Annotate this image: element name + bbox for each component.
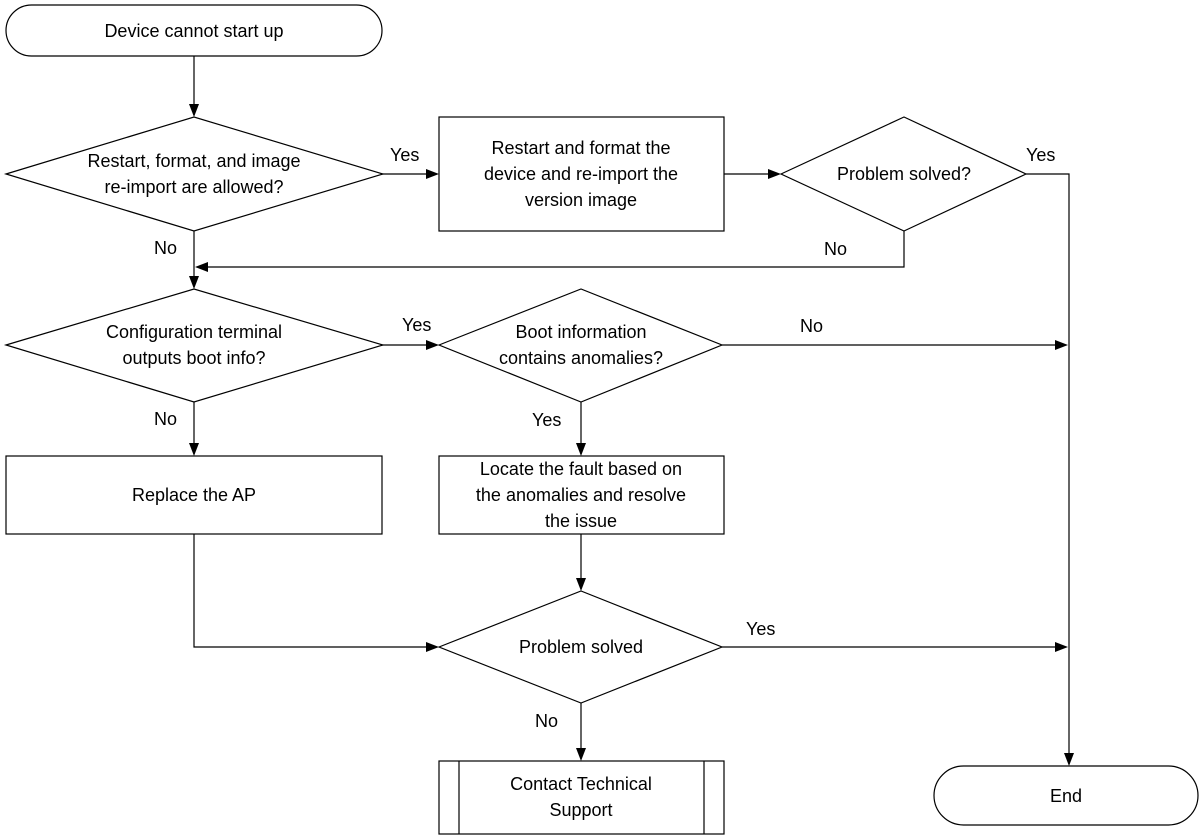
- node-label-line: version image: [525, 190, 637, 210]
- label-boot-yes: Yes: [402, 315, 431, 335]
- node-label-line: Locate the fault based on: [480, 459, 682, 479]
- arrowhead: [1055, 642, 1068, 652]
- node-label-line: Restart and format the: [491, 138, 670, 158]
- node-label-line: the issue: [545, 511, 617, 531]
- node-decision-boot-output: Configuration terminal outputs boot info?: [3, 288, 386, 403]
- node-start: Device cannot start up: [5, 4, 383, 57]
- node-decision-allowed: Restart, format, and image re-import are …: [3, 116, 386, 232]
- node-label: Restart, format, and image re-import are …: [87, 151, 300, 197]
- node-label: Restart and format the device and re-impo…: [484, 138, 678, 210]
- node-label: Configuration terminal outputs boot info?: [106, 322, 282, 368]
- arrowhead: [576, 578, 586, 591]
- node-label: Replace the AP: [132, 485, 256, 505]
- edge-labels: Yes No Yes No Yes No No Yes Yes No: [154, 145, 1055, 731]
- node-decision-solved-2: Problem solved: [437, 590, 724, 704]
- node-label: End: [1050, 786, 1082, 806]
- node-process-restart: Restart and format the device and re-impo…: [438, 116, 725, 232]
- arrowhead: [426, 642, 439, 652]
- node-label-line: re-import are allowed?: [104, 177, 283, 197]
- label-solved2-no: No: [535, 711, 558, 731]
- label-anomalies-yes: Yes: [532, 410, 561, 430]
- node-label-line: contains anomalies?: [499, 348, 663, 368]
- node-label-line: Support: [549, 800, 612, 820]
- label-solved1-yes: Yes: [1026, 145, 1055, 165]
- arrowhead: [1055, 340, 1068, 350]
- label-anomalies-no: No: [800, 316, 823, 336]
- node-label-line: Device cannot start up: [104, 21, 283, 41]
- node-label: Locate the fault based on the anomalies a…: [476, 459, 686, 531]
- node-label-line: End: [1050, 786, 1082, 806]
- edge-solved1-yes: [1026, 173, 1070, 753]
- node-label-line: device and re-import the: [484, 164, 678, 184]
- node-process-replace-ap: Replace the AP: [5, 455, 383, 535]
- arrowhead: [768, 169, 781, 179]
- arrowhead: [189, 104, 199, 117]
- node-label: Problem solved?: [837, 164, 971, 184]
- arrowhead: [189, 443, 199, 456]
- arrowhead: [189, 276, 199, 289]
- node-label-line: Problem solved?: [837, 164, 971, 184]
- node-label: Boot information contains anomalies?: [499, 322, 663, 368]
- node-label-line: Restart, format, and image: [87, 151, 300, 171]
- node-label: Device cannot start up: [104, 21, 283, 41]
- node-label: Problem solved: [519, 637, 643, 657]
- arrowhead: [576, 748, 586, 761]
- node-label-line: Replace the AP: [132, 485, 256, 505]
- label-allowed-yes: Yes: [390, 145, 419, 165]
- arrowhead: [576, 443, 586, 456]
- node-decision-anomalies: Boot information contains anomalies?: [437, 288, 724, 403]
- arrowhead: [195, 262, 208, 272]
- label-allowed-no: No: [154, 238, 177, 258]
- node-label-line: Boot information: [515, 322, 646, 342]
- node-end: End: [933, 765, 1199, 826]
- node-label-line: Problem solved: [519, 637, 643, 657]
- node-label-line: Configuration terminal: [106, 322, 282, 342]
- arrowhead: [1064, 753, 1074, 766]
- edge-replace-to-solved2: [193, 534, 426, 648]
- node-process-locate-fault: Locate the fault based on the anomalies a…: [438, 455, 725, 535]
- node-label-line: Contact Technical: [510, 774, 652, 794]
- label-solved2-yes: Yes: [746, 619, 775, 639]
- connectors: [189, 56, 1074, 766]
- arrowhead: [426, 340, 439, 350]
- edge-solved1-no: [208, 231, 905, 268]
- label-solved1-no: No: [824, 239, 847, 259]
- node-label-line: the anomalies and resolve: [476, 485, 686, 505]
- arrowhead: [426, 169, 439, 179]
- label-boot-no: No: [154, 409, 177, 429]
- node-decision-solved-1: Problem solved?: [779, 116, 1028, 232]
- node-label-line: outputs boot info?: [122, 348, 265, 368]
